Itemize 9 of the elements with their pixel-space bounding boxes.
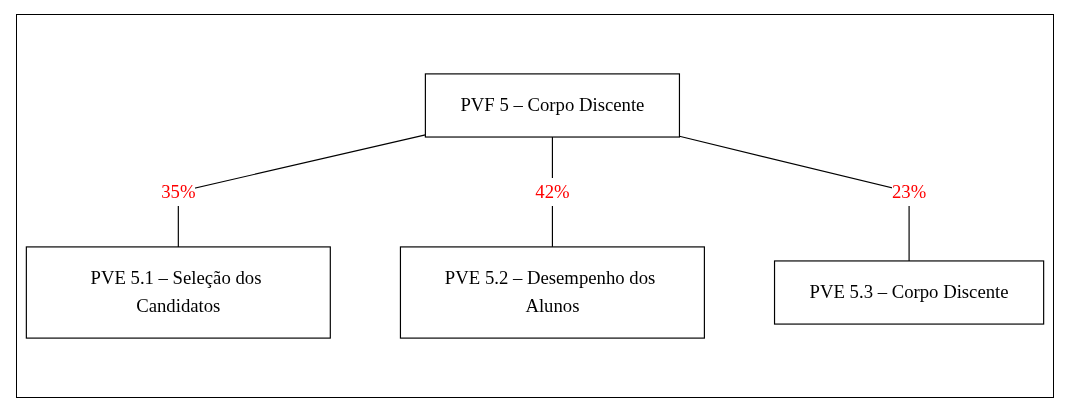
connector: [177, 134, 426, 248]
edge-label: 23%: [891, 181, 927, 202]
edge-label: 42%: [535, 181, 570, 202]
node-box: PVE 5.1 – Seleção dos Candidatos: [25, 246, 331, 339]
node-box: PVF 5 – Corpo Discente: [424, 73, 681, 138]
edge-label: 35%: [161, 181, 196, 202]
node-box: PVE 5.3 – Corpo Discente: [773, 260, 1045, 325]
node-box: PVE 5.2 – Desempenho dos Alunos: [399, 246, 705, 339]
connector: [678, 135, 910, 262]
